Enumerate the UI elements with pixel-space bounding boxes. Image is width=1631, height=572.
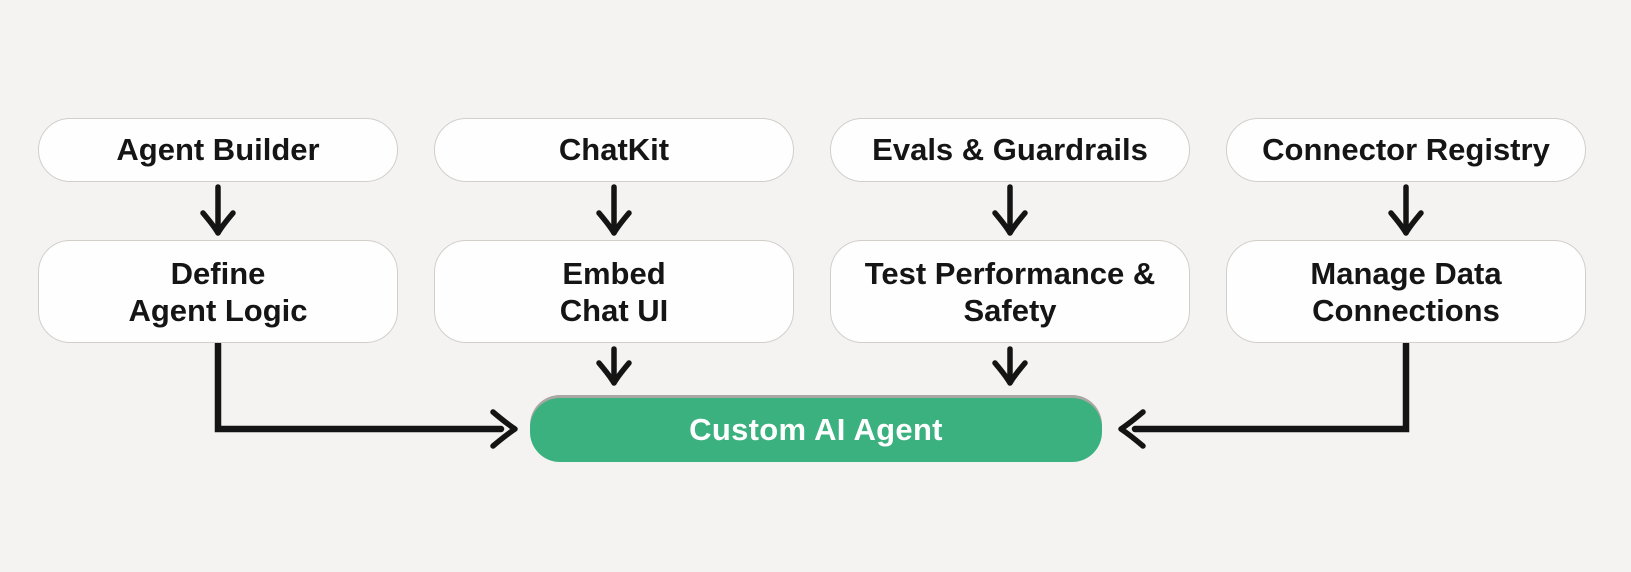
node-evals-guardrails: Evals & Guardrails [830, 118, 1190, 182]
node-define-agent-logic: Define Agent Logic [38, 240, 398, 343]
arrow-test-to-agent [992, 346, 1028, 386]
node-label: Custom AI Agent [689, 412, 943, 447]
arrow-define-to-agent [214, 340, 518, 449]
node-custom-ai-agent: Custom AI Agent [530, 398, 1102, 462]
node-label: ChatKit [558, 132, 670, 167]
node-agent-builder: Agent Builder [38, 118, 398, 182]
node-label: Evals & Guardrails [872, 132, 1148, 167]
node-label-line2: Chat UI [559, 292, 669, 328]
node-test-performance-safety: Test Performance & Safety [830, 240, 1190, 343]
arrow-evals-to-test [992, 184, 1028, 236]
node-connector-registry: Connector Registry [1226, 118, 1586, 182]
node-chatkit: ChatKit [434, 118, 794, 182]
node-label-line1: Manage Data [1310, 255, 1502, 291]
node-label: Agent Builder [116, 132, 320, 167]
node-label-line2: Safety [963, 292, 1057, 328]
node-embed-chat-ui: Embed Chat UI [434, 240, 794, 343]
node-label-line1: Embed [562, 255, 666, 291]
arrow-chatkit-to-embed [596, 184, 632, 236]
node-label-line1: Define [170, 255, 266, 291]
node-label-line1: Test Performance & [864, 255, 1156, 291]
node-label-line2: Agent Logic [128, 292, 308, 328]
arrow-manage-to-agent [1118, 340, 1410, 449]
node-manage-data-connections: Manage Data Connections [1226, 240, 1586, 343]
arrow-agent-builder-to-define [200, 184, 236, 236]
arrow-embed-to-agent [596, 346, 632, 386]
arrow-connector-to-manage [1388, 184, 1424, 236]
node-label: Connector Registry [1262, 132, 1550, 167]
node-label-line2: Connections [1312, 292, 1500, 328]
